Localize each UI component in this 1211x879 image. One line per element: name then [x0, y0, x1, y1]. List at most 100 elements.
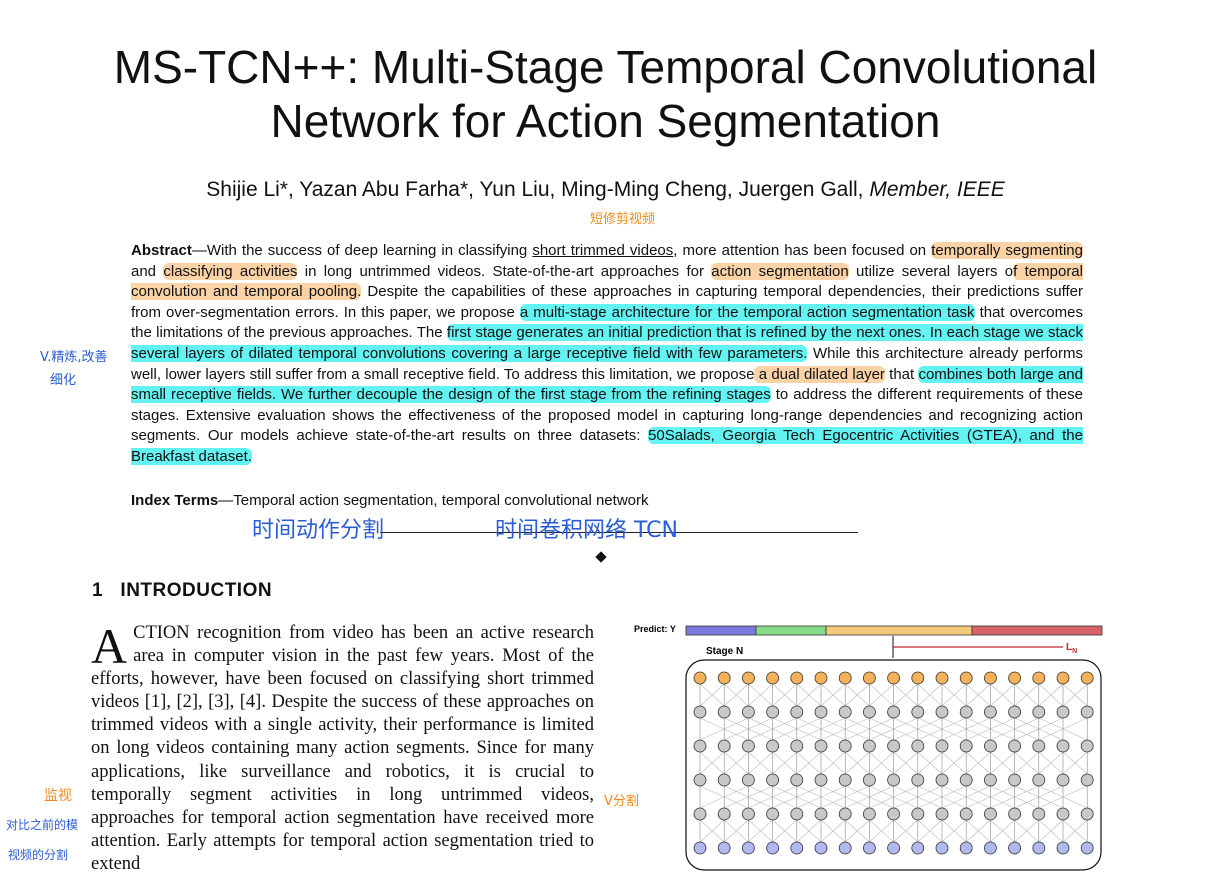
network-nodes — [693, 671, 1094, 855]
network-node — [766, 671, 780, 685]
network-edge — [941, 819, 967, 843]
network-node — [790, 671, 804, 685]
network-edge — [990, 785, 1039, 809]
network-node — [887, 739, 901, 753]
network-node — [814, 671, 828, 685]
network-edge — [869, 751, 894, 775]
network-node — [1056, 773, 1070, 787]
network-node — [1056, 739, 1070, 753]
abstract-text: short trimmed videos — [532, 242, 674, 259]
prediction-segment — [825, 625, 973, 636]
divider-rule — [380, 532, 858, 533]
handwritten-note: 对比之前的模 — [6, 818, 79, 832]
network-node — [959, 671, 973, 685]
abstract-highlight: temporally segmenting — [931, 242, 1083, 259]
handwritten-note: 视频的分割 — [8, 848, 69, 862]
network-node — [693, 705, 707, 719]
abstract-label: Abstract — [131, 242, 192, 259]
network-node — [887, 841, 901, 855]
network-node — [959, 807, 973, 821]
network-edge — [844, 751, 870, 775]
network-edge — [699, 785, 749, 809]
network-node — [766, 705, 780, 719]
network-edge — [845, 717, 894, 741]
predict-label: Predict: Y — [634, 624, 676, 634]
network-edge — [699, 819, 725, 843]
network-node — [935, 773, 949, 787]
network-edge — [1014, 717, 1064, 741]
handwritten-note: 监视 — [44, 788, 72, 804]
network-node — [814, 705, 828, 719]
network-edge — [990, 683, 1015, 707]
network-edge — [990, 819, 1015, 843]
network-node — [814, 841, 828, 855]
network-node — [838, 841, 852, 855]
network-node — [790, 773, 804, 787]
network-edge — [844, 819, 870, 843]
abstract-text: to address the different requirements of… — [131, 386, 1083, 445]
network-edge — [1014, 819, 1040, 843]
network-edge — [796, 717, 846, 741]
abstract-text: Despite the capabilities of these approa… — [131, 283, 1083, 321]
network-node — [1008, 671, 1022, 685]
abstract-text: in long untrimmed videos. State-of-the-a… — [297, 262, 712, 280]
network-edge — [990, 751, 1015, 775]
prediction-segment — [971, 625, 1103, 636]
network-node — [1080, 807, 1094, 821]
network-node — [838, 807, 852, 821]
network-edge — [772, 751, 798, 775]
network-edge — [699, 683, 725, 707]
abstract-highlight: action segmentation — [711, 262, 849, 280]
network-edge — [869, 683, 894, 707]
network-edge — [1038, 683, 1064, 707]
network-edge — [723, 751, 749, 775]
network-edge — [820, 717, 870, 741]
index-terms-label: Index Terms — [131, 492, 219, 509]
network-node — [693, 773, 707, 787]
network-edge — [965, 819, 991, 843]
network-edge — [917, 785, 967, 809]
network-node — [717, 807, 731, 821]
abstract-text: , more attention has been focused on — [673, 242, 932, 259]
divider-diamond — [595, 551, 607, 563]
network-edge — [941, 751, 967, 775]
network-node — [766, 807, 780, 821]
network-node — [766, 841, 780, 855]
section-number: 1 — [92, 580, 104, 601]
network-edge — [820, 683, 846, 707]
abstract-text: that — [884, 365, 919, 383]
network-node — [742, 671, 755, 685]
network-node — [1032, 671, 1046, 685]
network-edge — [869, 717, 918, 741]
network-node — [1080, 773, 1094, 787]
network-node — [814, 807, 828, 821]
network-node — [1080, 739, 1094, 753]
network-node — [790, 739, 804, 753]
network-edge — [1038, 819, 1064, 843]
network-node — [790, 705, 804, 719]
handwritten-note: 细化 — [50, 373, 77, 388]
network-edge — [917, 683, 943, 707]
network-node — [1080, 841, 1094, 855]
network-node — [862, 773, 876, 787]
network-edge — [917, 819, 943, 843]
network-node — [887, 671, 901, 685]
network-edge — [1062, 819, 1088, 843]
network-node — [1056, 705, 1070, 719]
network-node — [693, 671, 707, 685]
network-node — [959, 773, 973, 787]
network-edge — [748, 683, 773, 707]
stage-box — [685, 659, 1102, 871]
prediction-segment — [755, 625, 827, 636]
network-edge — [893, 683, 919, 707]
network-edge — [724, 785, 773, 809]
section-heading: 1 INTRODUCTION — [92, 580, 272, 602]
network-node — [814, 739, 828, 753]
network-node — [862, 739, 876, 753]
loss-label: LN — [1066, 642, 1077, 655]
network-node — [717, 841, 731, 855]
network-node — [887, 807, 901, 821]
network-node — [911, 841, 925, 855]
network-edge — [820, 819, 846, 843]
network-edge — [723, 683, 749, 707]
